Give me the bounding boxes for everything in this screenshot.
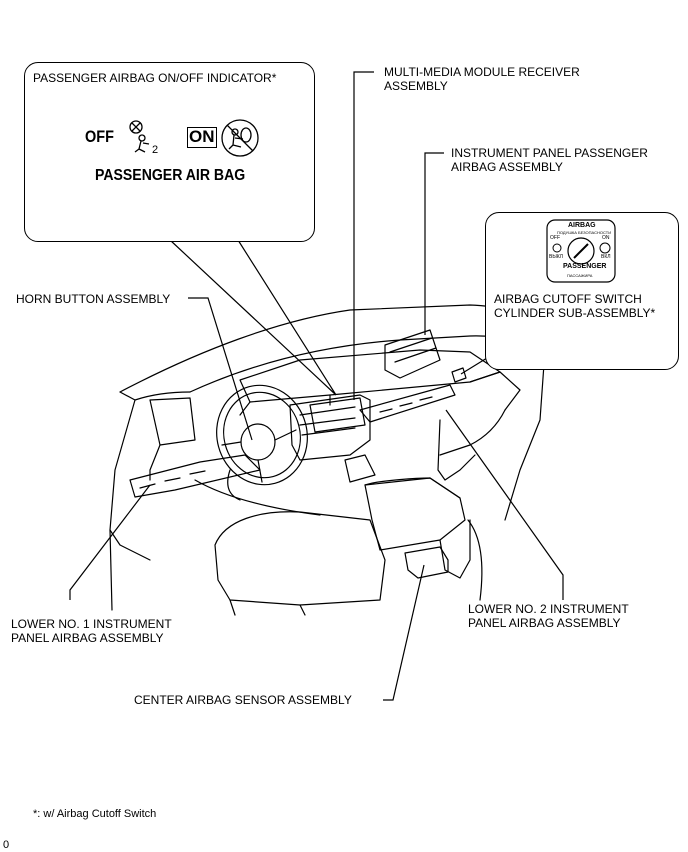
cutoff-label-1: AIRBAG CUTOFF SWITCH (494, 292, 642, 306)
footnote: *: w/ Airbag Cutoff Switch (33, 808, 157, 820)
lower1-label-1: LOWER NO. 1 INSTRUMENT (11, 617, 172, 631)
lower2-label-1: LOWER NO. 2 INSTRUMENT (468, 602, 629, 616)
passenger-airbag-module (384, 329, 441, 379)
indicator-on-label: ON (189, 127, 215, 146)
armrest (364, 477, 461, 499)
multimedia-label-1: MULTI-MEDIA MODULE RECEIVER (384, 65, 580, 79)
left-vent (149, 397, 196, 446)
switch-face-top-sub: ПОДУШКА БЕЗОПАСНОСТИ (557, 230, 612, 235)
horn-pad (240, 423, 276, 461)
indicator-on-box: ON (187, 127, 217, 148)
indicator-leader (169, 239, 337, 396)
left-a-pillar (119, 304, 536, 393)
steering-wheel (216, 384, 308, 486)
airbag-off-icon: 2 (129, 120, 158, 156)
left-pillar-outer (109, 391, 136, 611)
ip-passenger-leader (424, 152, 444, 335)
left-pillar-inner (134, 391, 191, 401)
multimedia-receiver (309, 397, 366, 433)
lower-right-strip (359, 384, 456, 423)
switch-face-bottom: PASSENGER (563, 263, 607, 270)
center-sensor-label: CENTER AIRBAG SENSOR ASSEMBLY (134, 693, 352, 707)
lower1-leader (69, 484, 151, 600)
horn-leader (188, 297, 253, 441)
cutoff-label-2: CYLINDER SUB-ASSEMBLY* (494, 306, 656, 320)
indicator-off-label: OFF (85, 127, 114, 146)
cutoff-switch-callout: AIRBAG ПОДУШКА БЕЗОПАСНОСТИ OFF ON ВЫКЛ … (485, 212, 679, 370)
switch-face-icon (546, 219, 616, 283)
multimedia-leader (353, 71, 374, 400)
center-console (344, 454, 376, 483)
switch-face-top: AIRBAG (568, 222, 596, 229)
airbag-on-icon (221, 119, 259, 157)
ip-passenger-label-1: INSTRUMENT PANEL PASSENGER (451, 146, 648, 160)
horn-button-label: HORN BUTTON ASSEMBLY (16, 292, 171, 306)
indicator-title: PASSENGER AIRBAG ON/OFF INDICATOR* (33, 71, 277, 85)
dash-upper (239, 349, 501, 403)
cutoff-leader (460, 357, 488, 375)
lower1-label-2: PANEL AIRBAG ASSEMBLY (11, 631, 164, 645)
lower2-leader (445, 409, 564, 600)
switch-face-on-ru: ВКЛ (601, 254, 611, 260)
switch-face-off: OFF (550, 235, 560, 241)
center-sensor-part (404, 546, 449, 579)
ip-passenger-label-2: AIRBAG ASSEMBLY (451, 160, 563, 174)
switch-face-bottom-ru: ПАССАЖИРА (567, 273, 593, 278)
svg-text:2: 2 (152, 144, 158, 156)
switch-face-off-ru: ВЫКЛ (549, 254, 563, 260)
lower2-label-2: PANEL AIRBAG ASSEMBLY (468, 616, 621, 630)
multimedia-label-2: ASSEMBLY (384, 79, 448, 93)
page-mark: 0 (3, 839, 10, 851)
indicator-caption: PASSENGER AIR BAG (95, 167, 246, 184)
front-seat (214, 511, 386, 606)
indicator-callout: PASSENGER AIRBAG ON/OFF INDICATOR* OFF 2… (24, 62, 315, 242)
cutoff-switch-part (451, 367, 467, 383)
switch-face-on: ON (602, 235, 610, 241)
center-stack (289, 394, 371, 461)
center-sensor-leader (383, 564, 425, 701)
